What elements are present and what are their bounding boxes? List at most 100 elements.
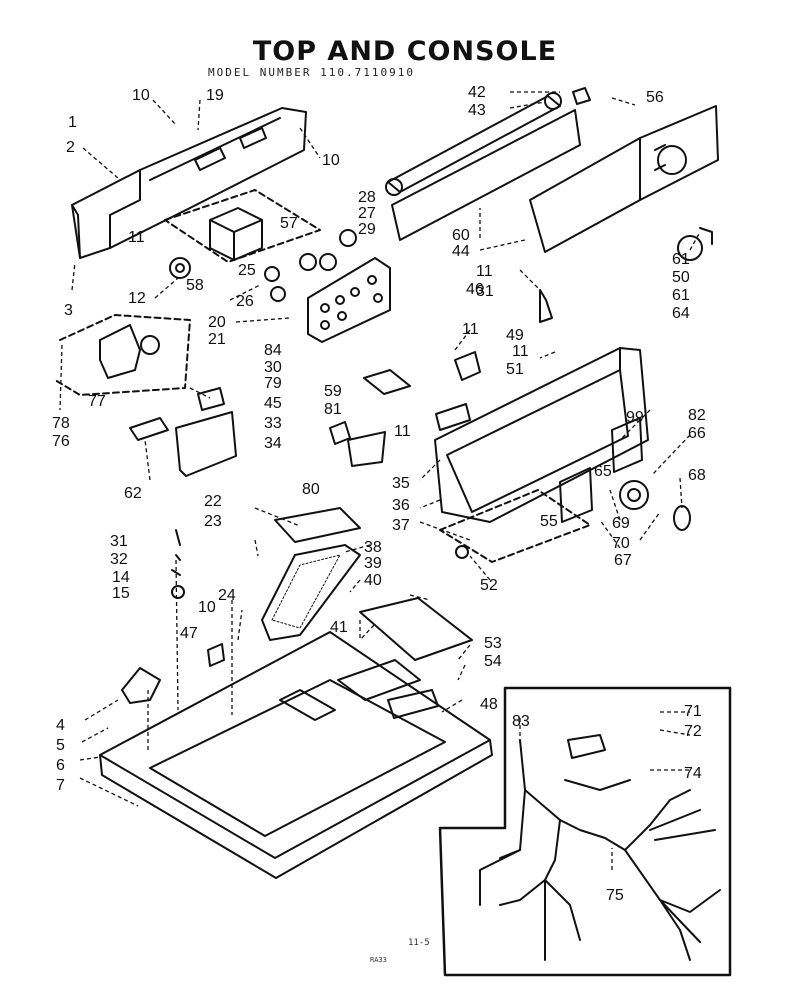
part-label: 31 <box>476 283 494 300</box>
part-label: 48 <box>480 696 498 713</box>
part-label: 29 <box>358 221 376 238</box>
part-label: 42 <box>468 84 486 101</box>
console-rear-cover <box>529 105 719 253</box>
part-label: 26 <box>236 293 254 310</box>
part-label: 10 <box>132 87 150 104</box>
wiring-harness-frame <box>438 686 732 977</box>
part-label: 55 <box>540 513 558 530</box>
part-label: 28 <box>358 189 376 206</box>
part-label: 83 <box>512 713 530 730</box>
model-number: MODEL NUMBER 110.7110910 <box>208 66 415 79</box>
knob-cap <box>673 505 691 531</box>
part-label: 62 <box>124 485 142 502</box>
motor-switch <box>99 324 141 379</box>
part-label: 45 <box>264 395 282 412</box>
part-label: 47 <box>180 625 198 642</box>
part-label: 11 <box>512 343 529 360</box>
part-label: 76 <box>52 433 70 450</box>
timer-block <box>209 207 263 261</box>
part-label: 66 <box>688 425 706 442</box>
part-label: 34 <box>264 435 282 452</box>
part-label: 5 <box>56 737 65 754</box>
part-label: 11 <box>394 423 411 440</box>
wiring-harness <box>479 734 721 961</box>
part-label: 43 <box>468 102 486 119</box>
part-label: 32 <box>110 551 128 568</box>
part-label: 54 <box>484 653 502 670</box>
knob-part <box>169 257 191 279</box>
hinge-bracket <box>121 667 161 704</box>
part-label: 68 <box>688 467 706 484</box>
part-label: 36 <box>392 497 410 514</box>
part-label: 31 <box>110 533 128 550</box>
part-label: 40 <box>364 572 382 589</box>
part-label: 61 <box>672 287 690 304</box>
part-label: 20 <box>208 314 226 331</box>
part-label: 11 <box>462 321 479 338</box>
part-label: 71 <box>684 703 702 720</box>
part-label: 84 <box>264 342 282 359</box>
part-label: 52 <box>480 577 498 594</box>
part-label: 10 <box>322 152 340 169</box>
part-label: 24 <box>218 587 236 604</box>
part-label: 11 <box>128 229 145 246</box>
bracket-part <box>175 411 237 477</box>
part-label: 51 <box>506 361 524 378</box>
part-label: 64 <box>672 305 690 322</box>
part-label: 77 <box>88 393 106 410</box>
part-label: 69 <box>612 515 630 532</box>
mounting-outline <box>164 189 321 263</box>
console-back-panel <box>71 107 307 259</box>
part-label: 53 <box>484 635 502 652</box>
console-front-panel <box>434 347 649 523</box>
part-label: 41 <box>330 619 348 636</box>
part-label: 22 <box>204 493 222 510</box>
part-label: 37 <box>392 517 410 534</box>
part-label: 46 <box>466 281 484 298</box>
part-label: 57 <box>280 215 298 232</box>
part-label: 1 <box>68 114 77 131</box>
part-label: 79 <box>264 375 282 392</box>
part-label: 49 <box>506 327 524 344</box>
dryer-top-plate <box>99 631 493 879</box>
part-label: 25 <box>238 262 256 279</box>
part-label: 81 <box>324 401 342 418</box>
part-label: 4 <box>56 717 65 734</box>
part-label: 80 <box>302 481 320 498</box>
part-label: 75 <box>606 887 624 904</box>
part-label: 44 <box>452 243 470 260</box>
part-label: 19 <box>206 87 224 104</box>
part-label: 7 <box>56 777 65 794</box>
part-label: 12 <box>128 290 146 307</box>
part-label: 82 <box>688 407 706 424</box>
part-label: 3 <box>64 302 73 319</box>
part-label: 99 <box>626 409 644 426</box>
part-label: 78 <box>52 415 70 432</box>
part-label: 59 <box>324 383 342 400</box>
part-label: 60 <box>452 227 470 244</box>
footer-code: RA33 <box>370 956 387 964</box>
part-label: 23 <box>204 513 222 530</box>
part-label: 15 <box>112 585 130 602</box>
lamp-tube <box>385 87 591 196</box>
part-label: 39 <box>364 555 382 572</box>
part-label: 72 <box>684 723 702 740</box>
diagram-title: TOP AND CONSOLE <box>252 36 558 67</box>
lint-screen <box>261 544 361 641</box>
part-label: 65 <box>594 463 612 480</box>
part-label: 33 <box>264 415 282 432</box>
part-label: 38 <box>364 539 382 556</box>
page-number: 11-5 <box>408 938 430 948</box>
part-label: 10 <box>198 599 216 616</box>
filter-cover <box>274 507 361 543</box>
part-label: 27 <box>358 205 376 222</box>
part-label: 61 <box>672 251 690 268</box>
top-lid-pad <box>359 597 473 661</box>
reflector <box>391 109 581 241</box>
dial-knob <box>619 480 649 510</box>
part-number-callouts: 1 2 3 4 5 6 7 10 10 10 11 11 11 11 11 12… <box>52 84 706 904</box>
part-label: 58 <box>186 277 204 294</box>
part-label: 30 <box>264 359 282 376</box>
